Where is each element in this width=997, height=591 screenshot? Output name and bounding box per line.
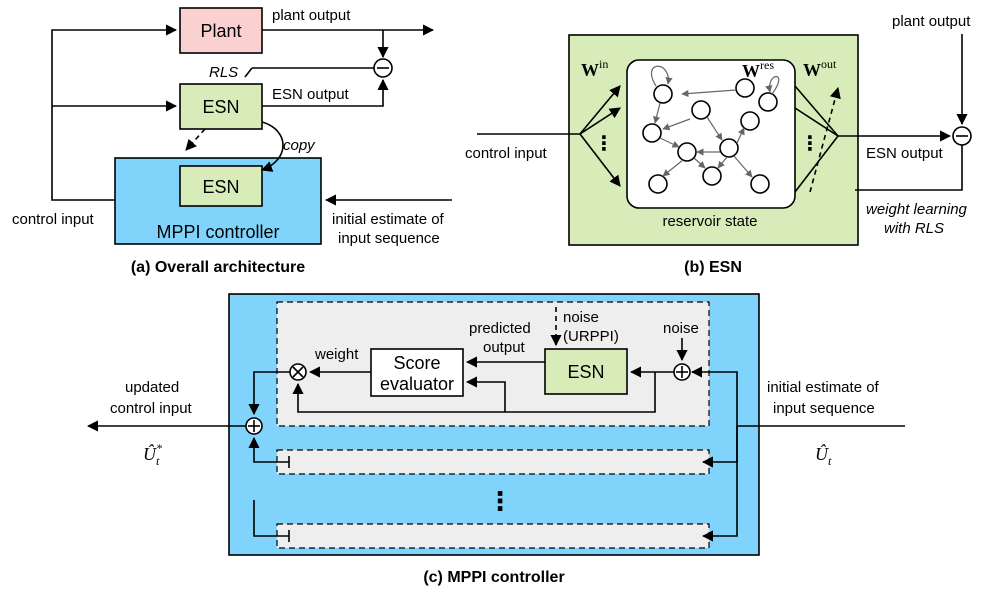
u-hat-label: Ût (815, 443, 832, 468)
reservoir-node (648, 174, 668, 194)
copy-label: copy (283, 137, 316, 154)
rls-label: RLS (209, 64, 238, 81)
control-input-line (51, 24, 178, 201)
mppi-esn-label: ESN (567, 362, 604, 382)
sample-panel-main (276, 301, 710, 427)
reservoir-node (750, 174, 770, 194)
reservoir-node (677, 142, 697, 162)
reservoir-node (735, 78, 755, 98)
w-out-label: Wout (803, 57, 837, 80)
sample-panel-3 (276, 523, 710, 549)
noise-urppi-label-1: noise (563, 309, 599, 326)
copy-arrow (260, 121, 284, 172)
reservoir-node (653, 84, 673, 104)
plant-output-label-b: plant output (892, 13, 971, 30)
initial-estimate-label-c2: input sequence (773, 400, 875, 417)
initial-estimate-label-a2: input sequence (338, 230, 440, 247)
predicted-output-label-2: output (483, 339, 526, 356)
mppi-esn-box (544, 348, 628, 395)
samples-ellipsis: ⋮ (487, 486, 513, 516)
initial-estimate-label-a1: initial estimate of (332, 211, 445, 228)
weight-learning-label-2: with RLS (884, 220, 944, 237)
panel-b-esn: reservoir state Win Wres Wout control in… (465, 13, 972, 276)
reservoir-node (702, 166, 722, 186)
control-input-label-b: control input (465, 145, 548, 162)
weight-label: weight (314, 346, 359, 363)
predicted-output-label-1: predicted (469, 320, 531, 337)
caption-c: (c) MPPI controller (423, 569, 564, 586)
reservoir-node (642, 123, 662, 143)
panel-a-overall-architecture: MPPI controller ESN Plant ESN control in… (12, 7, 452, 276)
weight-learning-label-1: weight learning (866, 201, 968, 218)
caption-a: (a) Overall architecture (131, 259, 305, 276)
w-res-label: Wres (742, 58, 774, 81)
esn-output-line (262, 78, 389, 107)
esn-label: ESN (202, 97, 239, 117)
mppi-inner-esn-box (179, 165, 263, 207)
reservoir-node (691, 100, 711, 120)
reservoir-state-label: reservoir state (662, 213, 757, 230)
reservoir-nodes (642, 78, 778, 194)
plant-box (179, 7, 263, 54)
w-in-label: Win (581, 57, 608, 80)
w-in-ellipsis: ⋮ (594, 133, 614, 155)
reservoir-connections (650, 65, 780, 178)
score-evaluator-box (370, 348, 464, 397)
caption-b: (b) ESN (684, 259, 742, 276)
esn-output-label-b: ESN output (866, 145, 944, 162)
mppi-controller-label: MPPI controller (156, 222, 279, 242)
noise-urppi-label-2: (URPPI) (563, 328, 619, 345)
sample-panel-2 (276, 449, 710, 475)
control-input-label-a: control input (12, 211, 95, 228)
initial-estimate-label-c1: initial estimate of (767, 379, 880, 396)
reservoir-node (719, 138, 739, 158)
u-star-label: Û*t (143, 441, 162, 468)
reservoir-node (758, 92, 778, 112)
noise-label: noise (663, 320, 699, 337)
mppi-inner-esn-label: ESN (202, 177, 239, 197)
esn-output-label-a: ESN output (272, 86, 350, 103)
plant-label: Plant (200, 21, 241, 41)
reservoir-node (740, 111, 760, 131)
esn-dashed-arrow (185, 128, 206, 151)
w-out-ellipsis: ⋮ (800, 133, 820, 155)
plant-output-label-a: plant output (272, 7, 351, 24)
score-evaluator-label-2: evaluator (380, 374, 454, 394)
updated-control-label-1: updated (125, 379, 179, 396)
panel-c-mppi-controller: ⋮ ESN Score evaluator noise initial esti… (86, 293, 905, 586)
updated-control-label-2: control input (110, 400, 193, 417)
score-evaluator-label-1: Score (393, 353, 440, 373)
